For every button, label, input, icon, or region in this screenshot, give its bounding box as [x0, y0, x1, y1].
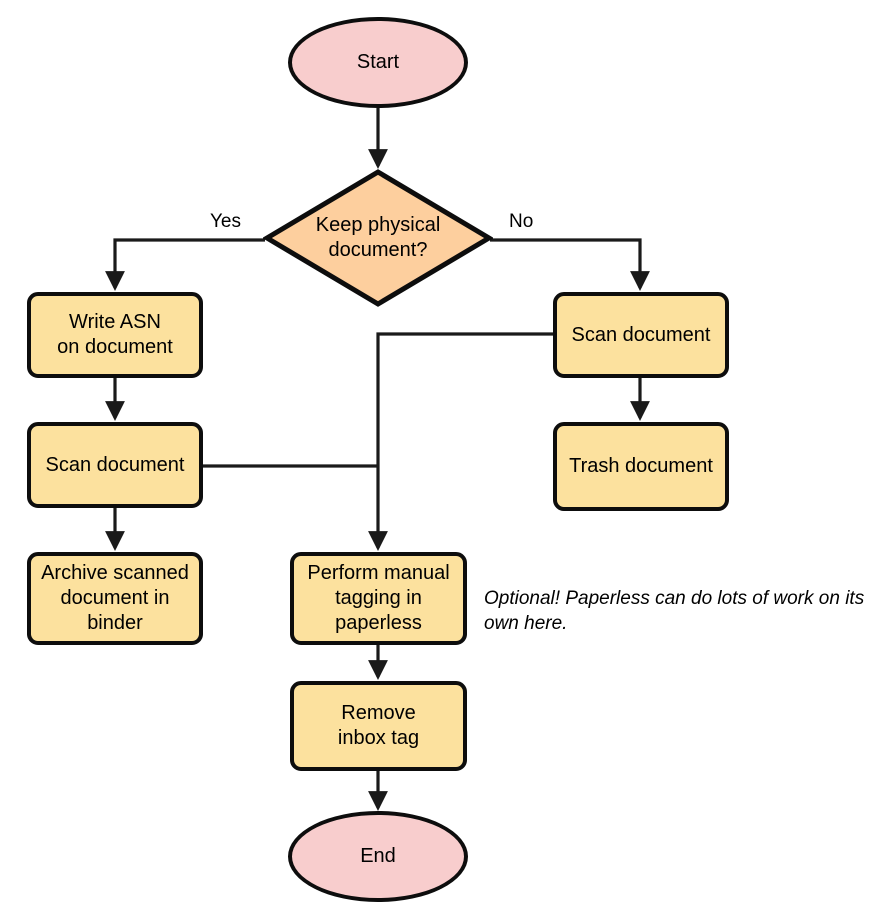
node-scan-document-right-label: Scan document — [571, 323, 711, 346]
annotation-optional-note: Optional! Paperless can do lots of work … — [484, 588, 865, 634]
node-remove-inbox-tag[interactable]: Remove inbox tag — [290, 681, 467, 771]
edge-decision-yes-to-write-asn — [105, 238, 265, 291]
node-start[interactable]: Start — [288, 17, 468, 108]
node-start-label: Start — [356, 51, 400, 73]
node-write-asn-label: Write ASN on document — [57, 311, 173, 358]
node-decision-keep-physical-document[interactable]: Keep physical document? — [263, 168, 493, 308]
node-trash-document-label: Trash document — [569, 455, 713, 477]
node-end-label: End — [360, 845, 396, 867]
node-write-asn-on-document[interactable]: Write ASN on document — [27, 292, 203, 378]
node-perform-manual-tagging-label: Perform manual tagging in paperless — [307, 562, 450, 634]
node-archive-label: Archive scanned document in binder — [41, 562, 189, 634]
node-end[interactable]: End — [288, 811, 468, 902]
node-scan-document-left-label: Scan document — [45, 453, 185, 476]
node-scan-document-right[interactable]: Scan document — [553, 292, 729, 378]
edge-decision-no-to-scan-right — [490, 238, 650, 291]
edge-scan-right-to-tagging — [368, 332, 553, 551]
node-trash-document[interactable]: Trash document — [553, 422, 729, 511]
node-archive-scanned-document[interactable]: Archive scanned document in binder — [27, 552, 203, 645]
edge-label-no: No — [509, 211, 534, 232]
diamond-shape — [263, 169, 493, 307]
node-scan-document-left[interactable]: Scan document — [27, 422, 203, 508]
edge-label-yes: Yes — [210, 211, 241, 232]
node-perform-manual-tagging[interactable]: Perform manual tagging in paperless — [290, 552, 467, 645]
node-remove-inbox-tag-label: Remove inbox tag — [337, 702, 420, 749]
node-decision-label: Keep physical document? — [315, 214, 441, 261]
